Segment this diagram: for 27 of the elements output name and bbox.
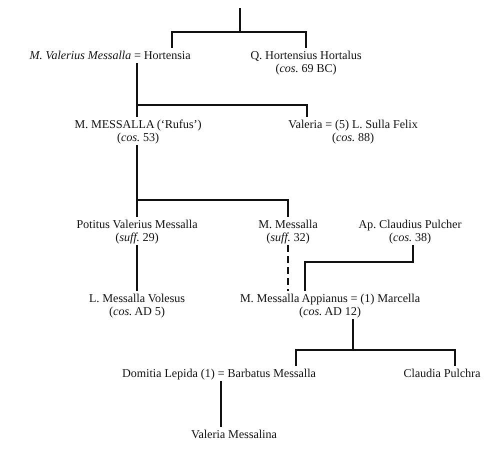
office-note: (suff. 29) xyxy=(115,231,159,244)
office-note: (cos. 53) xyxy=(117,131,159,144)
office-note: (cos. 88) xyxy=(332,131,374,144)
person-name: Ap. Claudius Pulcher xyxy=(358,218,462,231)
person-name: Domitia Lepida (1) = Barbatus Messalla xyxy=(122,367,316,380)
person-name: M. Messalla xyxy=(258,218,318,231)
office-note: (cos. 69 BC) xyxy=(275,62,336,75)
office-note: (cos. AD 5) xyxy=(109,305,165,318)
office-note: (cos. AD 12) xyxy=(299,305,361,318)
person-name: L. Messalla Volesus xyxy=(89,292,185,305)
office-note: (suff. 32) xyxy=(266,231,310,244)
person-name: M. Messalla Appianus = (1) Marcella xyxy=(240,292,420,305)
family-line xyxy=(287,245,289,291)
person-name: Q. Hortensius Hortalus xyxy=(250,49,362,62)
person-name: M. MESSALLA (‘Rufus’) xyxy=(74,118,202,131)
family-line xyxy=(239,8,307,48)
family-line xyxy=(136,63,308,117)
person-name: M. Valerius Messalla = Hortensia xyxy=(29,49,191,62)
person-name: Valeria Messalina xyxy=(191,428,277,441)
person-name: Claudia Pulchra xyxy=(404,367,480,380)
family-line xyxy=(136,245,138,291)
family-line xyxy=(136,145,289,217)
family-line xyxy=(304,245,414,291)
person-name: Potitus Valerius Messalla xyxy=(76,218,198,231)
person-name: Valeria = (5) L. Sulla Felix xyxy=(288,118,418,131)
office-note: (cos. 38) xyxy=(389,231,431,244)
family-line xyxy=(220,381,222,427)
